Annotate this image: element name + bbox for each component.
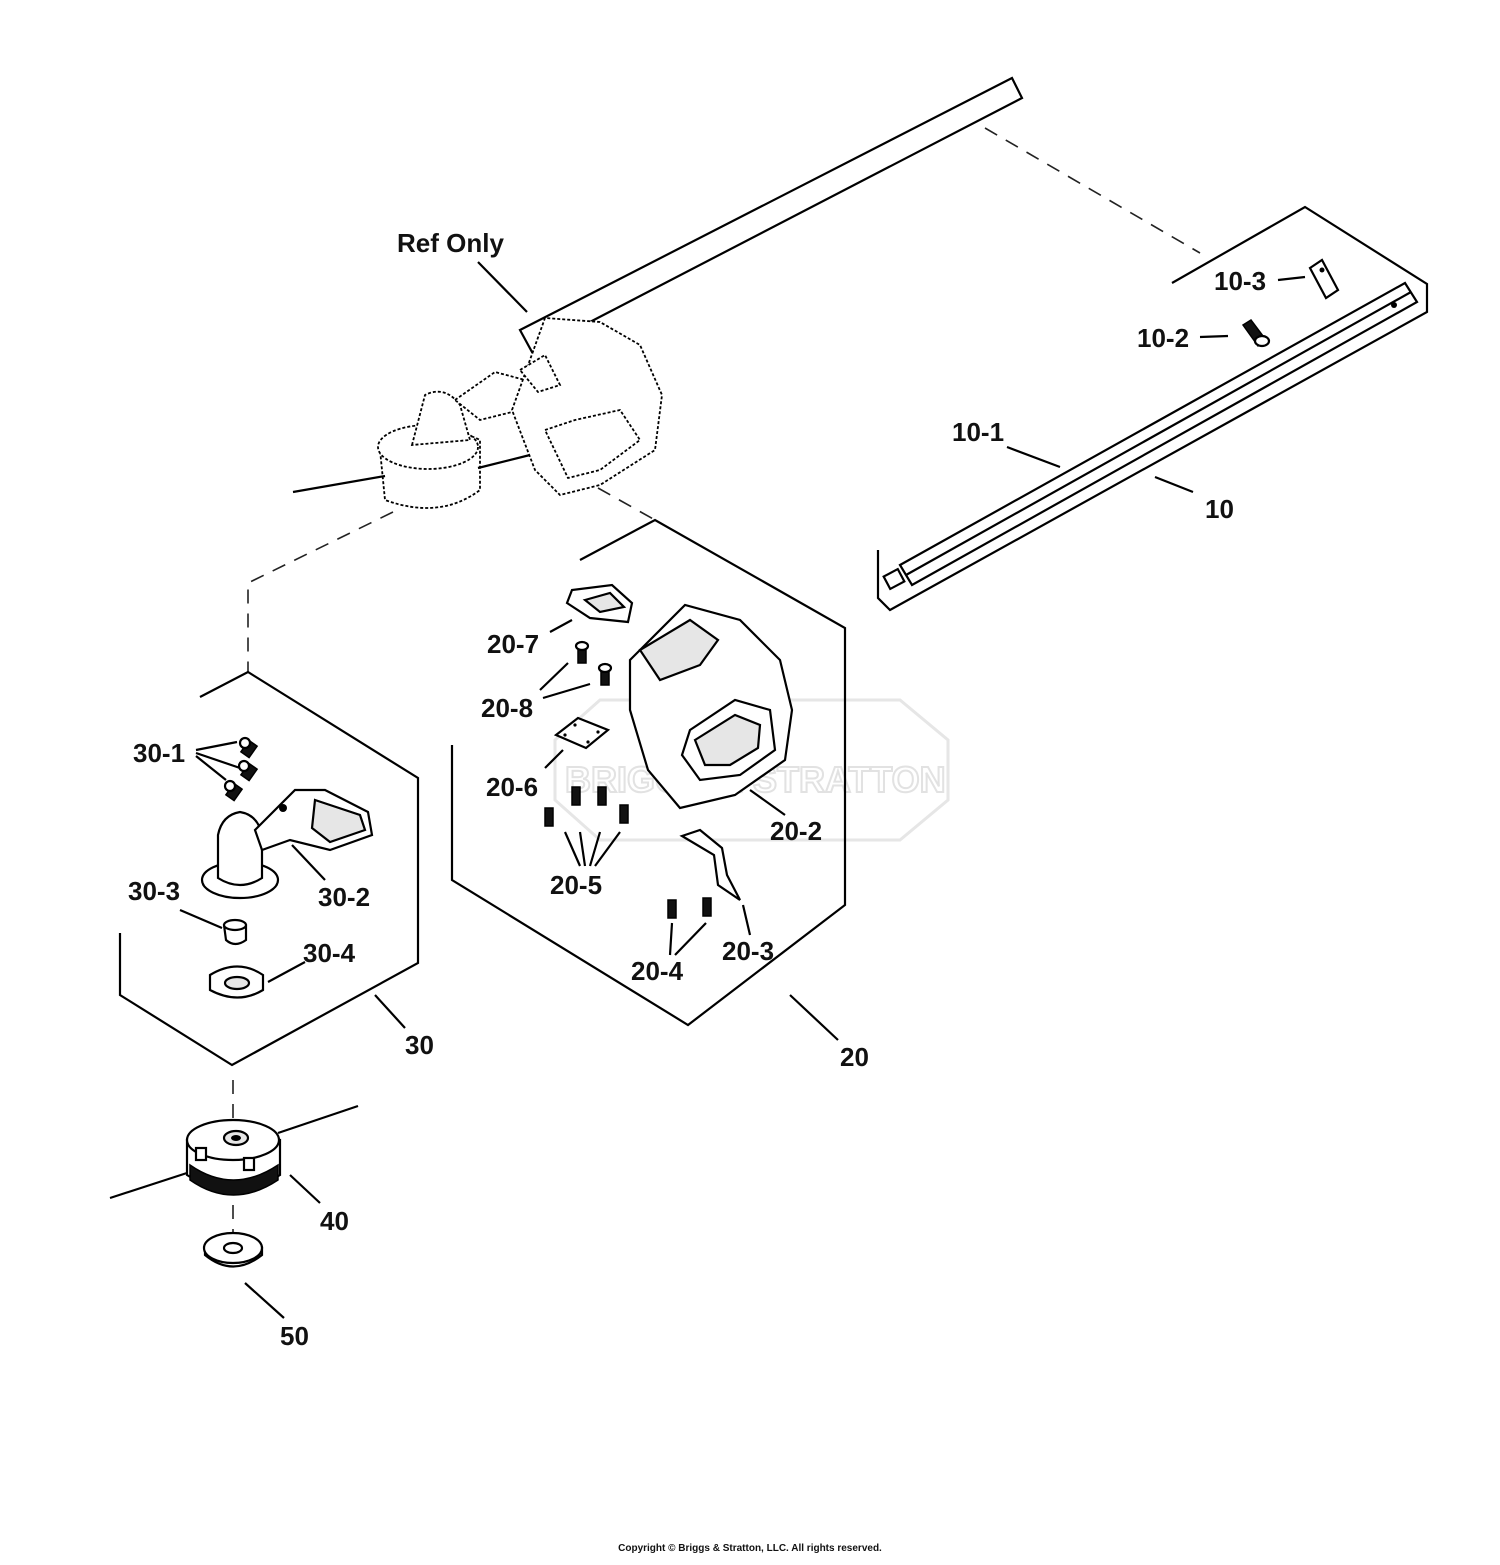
part-20-2-guard: [628, 603, 794, 810]
group-10-box: [876, 205, 1429, 612]
label-10: 10: [1205, 494, 1234, 524]
copyright-notice: Copyright © Briggs & Stratton, LLC. All …: [618, 1543, 882, 1554]
label-20-3: 20-3: [722, 936, 774, 966]
part-10-1-shaft: [882, 281, 1419, 591]
part-20-4-screws: [667, 897, 712, 919]
label-30: 30: [405, 1030, 434, 1060]
label-ref-only: Ref Only: [397, 228, 504, 258]
label-20-2: 20-2: [770, 816, 822, 846]
group-20-box: [450, 518, 847, 1027]
part-30-4-bearing-cap: [208, 965, 265, 999]
label-20-5: 20-5: [550, 870, 602, 900]
part-50-washer: [202, 1231, 264, 1268]
leader-guard-to-20: [597, 487, 656, 521]
part-10-3-clip: [1308, 258, 1340, 300]
part-20-7-bracket: [565, 583, 634, 624]
label-30-4: 30-4: [303, 938, 356, 968]
label-10-1: 10-1: [952, 417, 1004, 447]
part-20-3-deflector: [679, 828, 741, 901]
label-30-2: 30-2: [318, 882, 370, 912]
label-20-6: 20-6: [486, 772, 538, 802]
label-20: 20: [840, 1042, 869, 1072]
label-20-7: 20-7: [487, 629, 539, 659]
part-20-6-plate: [553, 716, 611, 750]
label-40: 40: [320, 1206, 349, 1236]
label-30-1: 30-1: [133, 738, 185, 768]
part-40-trimmer-head: [109, 1104, 359, 1200]
part-20-8-screws: [574, 640, 613, 686]
label-10-3: 10-3: [1214, 266, 1266, 296]
part-30-3-bushing: [222, 918, 248, 946]
ref-only-trimmer: [292, 76, 1024, 509]
part-30-2-gearbox: [200, 788, 374, 900]
leader-shaft-to-10: [984, 127, 1201, 254]
part-30-1-screws: [223, 736, 259, 802]
label-20-4: 20-4: [631, 956, 684, 986]
group-30-box: [118, 670, 420, 1067]
label-20-8: 20-8: [481, 693, 533, 723]
leader-head-to-30: [247, 511, 394, 672]
part-20-5-screws: [544, 786, 629, 827]
label-30-3: 30-3: [128, 876, 180, 906]
ref-shaft: [518, 76, 1024, 354]
part-10-2-screw: [1241, 318, 1271, 348]
label-10-2: 10-2: [1137, 323, 1189, 353]
label-50: 50: [280, 1321, 309, 1351]
